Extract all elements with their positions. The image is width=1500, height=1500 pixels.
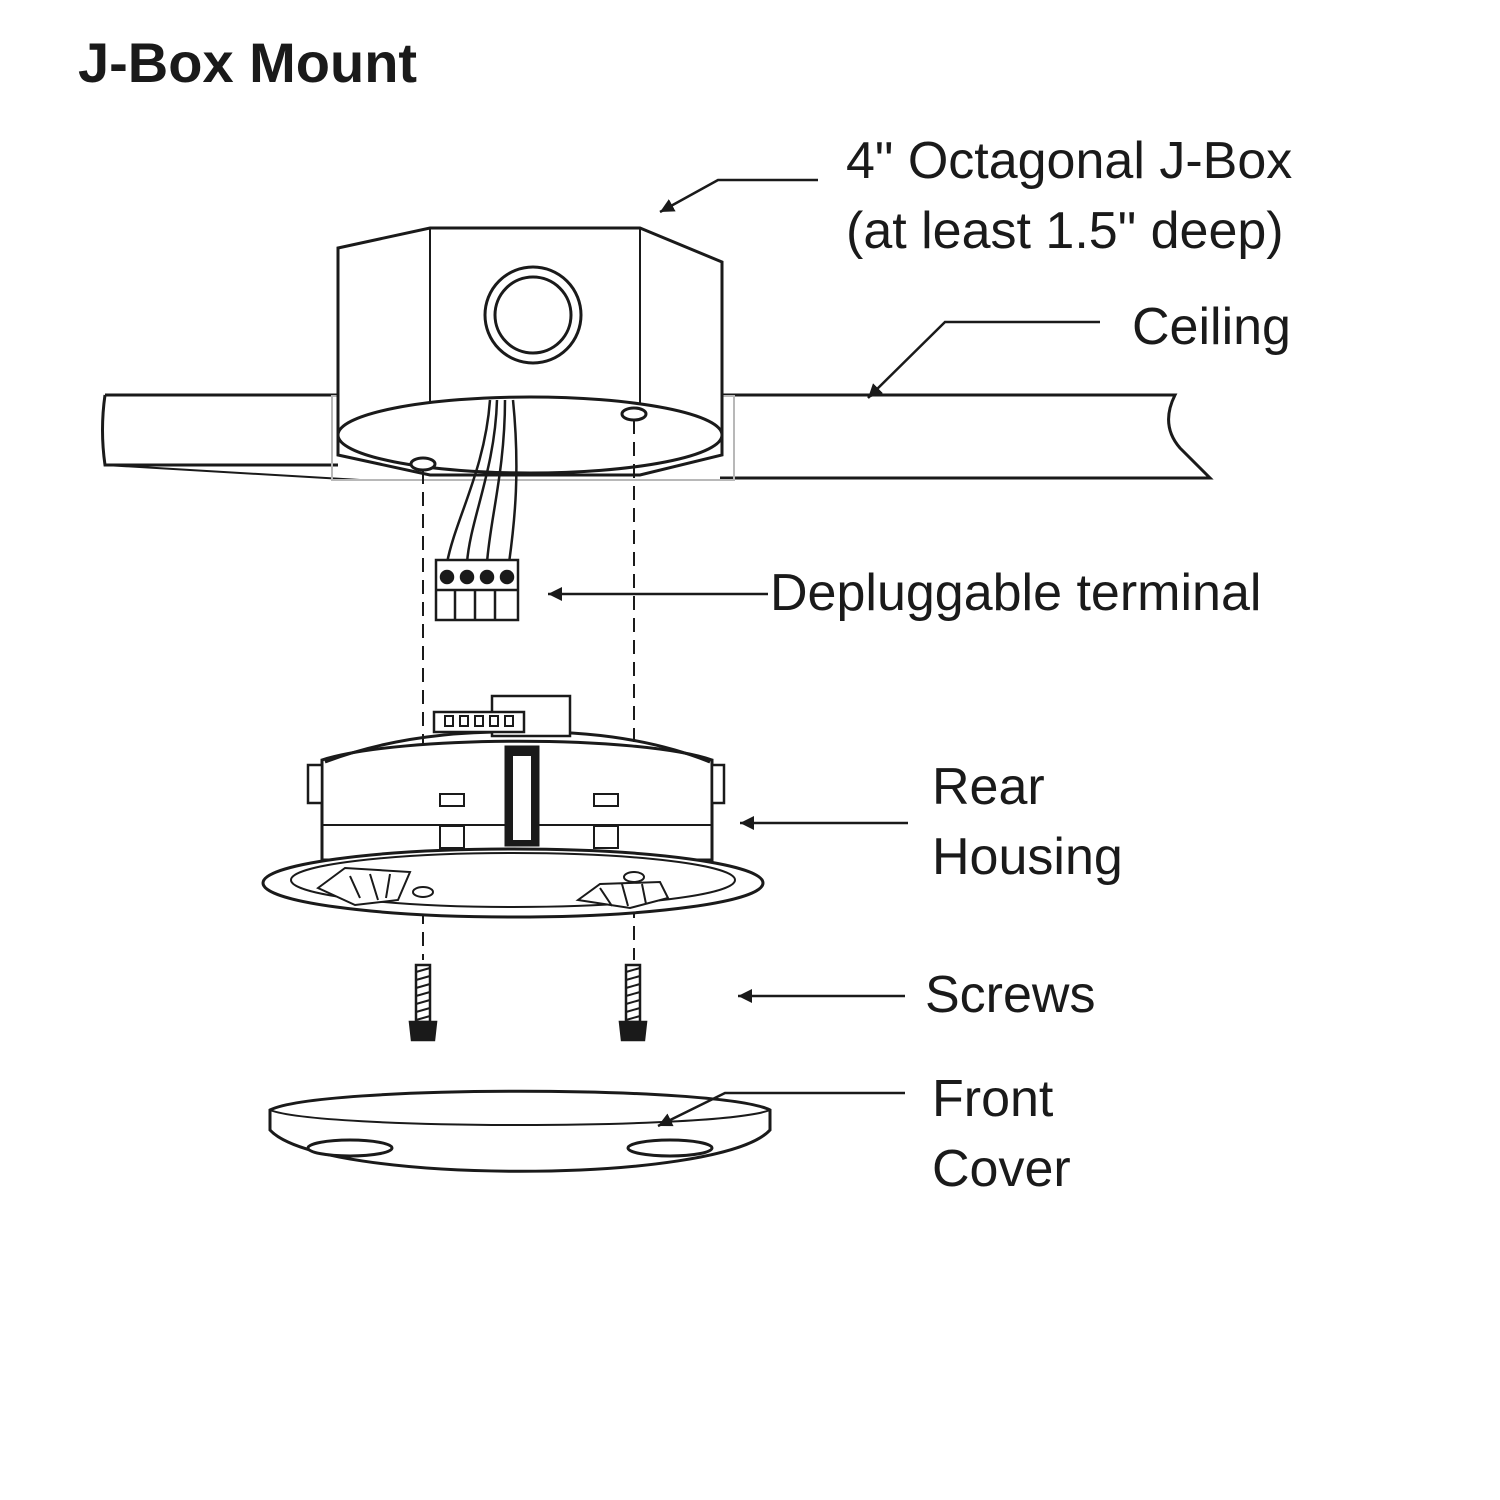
label-screws: Screws	[925, 966, 1096, 1024]
label-jbox-line1: 4" Octagonal J-Box	[846, 132, 1293, 190]
label-rear-housing-line1: Rear	[932, 758, 1045, 816]
depluggable-terminal	[434, 558, 520, 622]
label-rear-housing: Rear Housing	[932, 752, 1123, 892]
label-jbox-line2: (at least 1.5" deep)	[846, 202, 1284, 260]
front-cover	[268, 1089, 772, 1173]
screw-right	[618, 963, 648, 1042]
leader-ceiling	[867, 320, 1100, 399]
page-title: J-Box Mount	[78, 31, 418, 94]
label-ceiling: Ceiling	[1132, 298, 1291, 356]
rear-housing	[261, 694, 765, 919]
label-front-cover: Front Cover	[932, 1064, 1071, 1204]
screws	[408, 963, 648, 1042]
label-jbox: 4" Octagonal J-Box (at least 1.5" deep)	[846, 126, 1292, 266]
jbox-screw-hole-left	[409, 456, 437, 472]
label-front-cover-line1: Front	[932, 1070, 1054, 1128]
screw-left	[408, 963, 438, 1042]
label-rear-housing-line2: Housing	[932, 828, 1123, 886]
label-terminal: Depluggable terminal	[770, 564, 1262, 622]
octagonal-jbox	[336, 226, 724, 477]
ceiling-slab	[101, 393, 1214, 481]
wires	[445, 399, 518, 564]
leader-jbox	[659, 178, 818, 214]
knockout-inner	[493, 275, 573, 355]
label-front-cover-line2: Cover	[932, 1140, 1071, 1198]
leader-lines	[548, 178, 1100, 1128]
jbox-screw-hole-right	[620, 406, 648, 422]
leader-front-cover	[657, 1091, 905, 1128]
